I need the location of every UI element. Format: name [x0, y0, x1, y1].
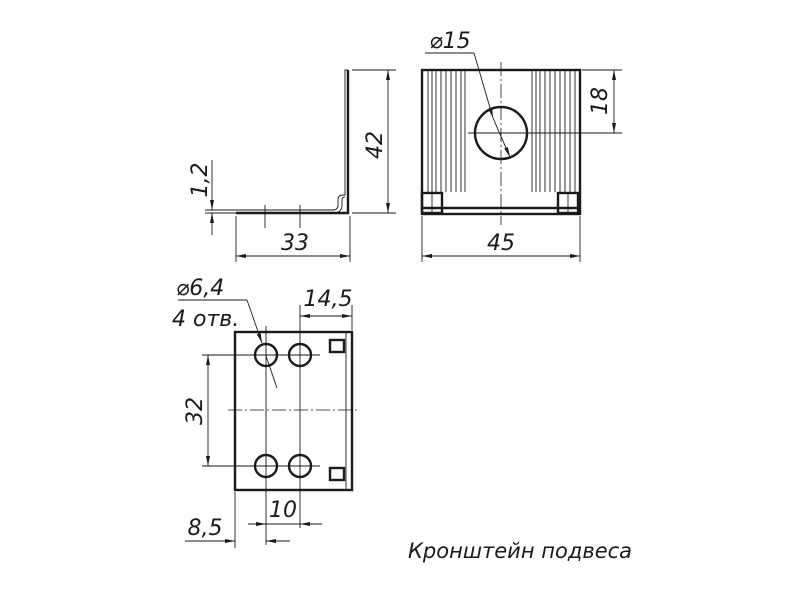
flange-offset-label: 14,5: [304, 287, 353, 312]
width-dim-label: 45: [487, 231, 515, 256]
hole-diameter-label: ⌀15: [429, 29, 470, 54]
bracket-profile: [236, 70, 350, 215]
front-view: ⌀15 18 45: [420, 29, 622, 262]
side-view: 42 33 1,2: [188, 69, 396, 262]
plan-outline: [233, 330, 354, 492]
hole-offset-label: 18: [588, 87, 613, 115]
drawing-title: Кронштейн подвеса: [408, 539, 632, 563]
plan-tab-top: [328, 338, 346, 354]
plan-hole-diameter-label: ⌀6,4: [176, 276, 224, 301]
hatching-left: [427, 70, 466, 192]
horizontal-spacing-label: 10: [269, 498, 297, 523]
thickness-dim-label: 1,2: [188, 163, 213, 198]
plan-tab-bottom: [328, 466, 346, 482]
vertical-spacing-label: 32: [183, 397, 208, 425]
hole-count-label: 4 отв.: [172, 307, 239, 332]
plan-view: ⌀6,4 4 отв. 14,5 32 10 8,5: [172, 276, 360, 548]
length-dim-label: 33: [281, 231, 309, 256]
hatching-right: [531, 70, 576, 192]
edge-offset-label: 8,5: [188, 516, 223, 541]
height-dim-label: 42: [363, 131, 388, 159]
